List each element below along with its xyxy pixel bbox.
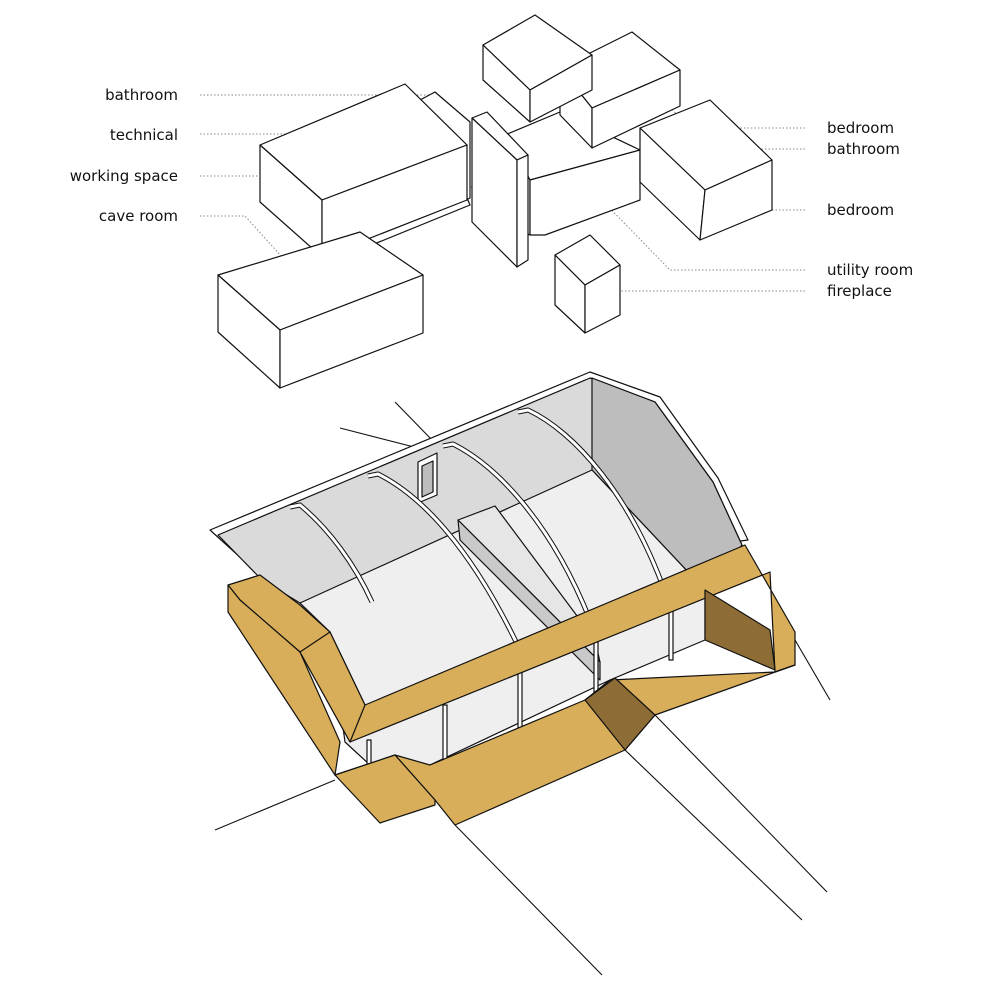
label-cave-room: cave room [99, 207, 178, 225]
ribs [289, 407, 668, 652]
label-working-space: working space [70, 167, 178, 185]
leader-utility-room [594, 192, 805, 271]
site-lines [214, 401, 831, 976]
frame-dark-panel [584, 677, 656, 751]
bathroom-volume [482, 14, 593, 123]
frame-left-side [227, 584, 341, 776]
frame-step [334, 754, 436, 824]
bedroom-right-volume [639, 99, 773, 241]
label-bathroom-right: bathroom [827, 140, 900, 158]
cave-room-volume [217, 231, 424, 389]
label-fireplace: fireplace [827, 282, 892, 300]
label-bedroom-top: bedroom [827, 119, 894, 137]
label-bedroom-right: bedroom [827, 201, 894, 219]
label-technical: technical [110, 126, 178, 144]
frame-joint [299, 631, 366, 743]
fireplace-wall-volume [471, 111, 529, 268]
fireplace-volume [554, 234, 621, 334]
frame-dark-inner [704, 589, 776, 671]
labels-right: bedroom bathroom bedroom utility room fi… [827, 119, 913, 300]
label-utility-room: utility room [827, 261, 913, 279]
label-bathroom: bathroom [105, 86, 178, 104]
timber-frame [227, 544, 796, 826]
room-volumes [217, 14, 773, 389]
cave-section [209, 371, 796, 826]
working-space-volume [259, 83, 468, 258]
labels-left: bathroom technical working space cave ro… [70, 86, 178, 225]
